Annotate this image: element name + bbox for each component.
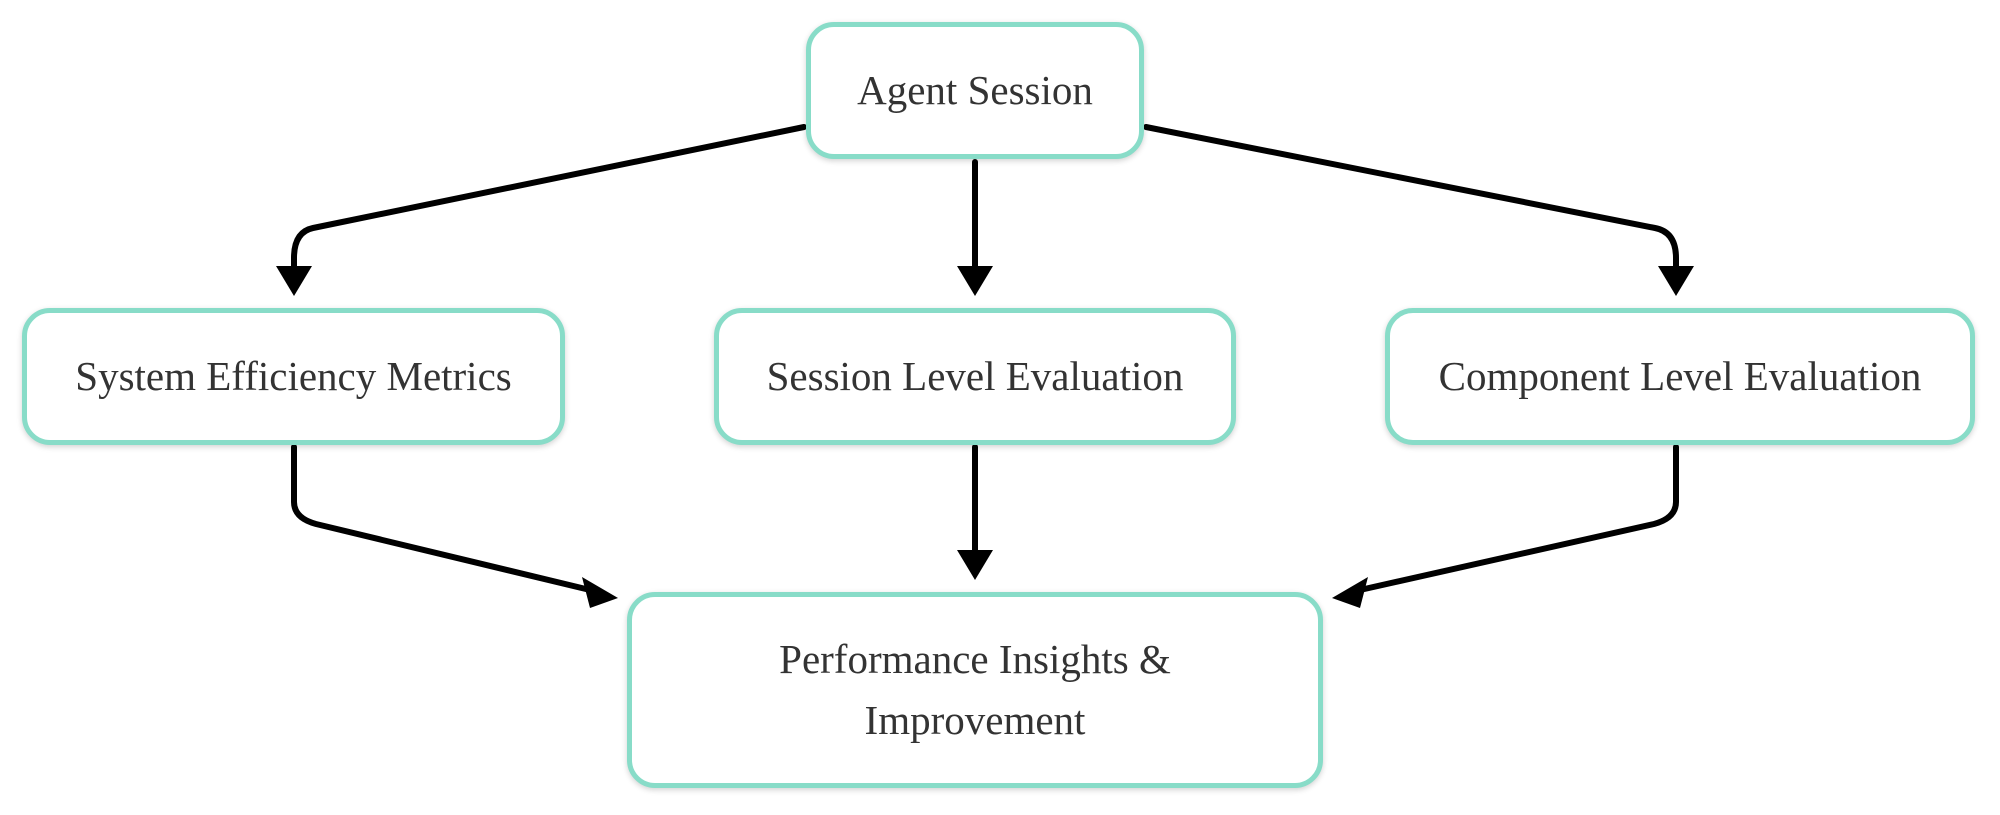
- edge-component-to-performance: [1357, 444, 1679, 593]
- node-agent-session-label: Agent Session: [857, 66, 1093, 113]
- node-system-efficiency-label: System Efficiency Metrics: [75, 352, 512, 399]
- arrowhead-performance-center: [957, 550, 993, 580]
- node-session-level-evaluation: Session Level Evaluation: [714, 308, 1236, 445]
- edge-system-to-performance: [291, 444, 593, 593]
- arrowhead-system: [276, 266, 312, 296]
- arrowhead-session: [957, 266, 993, 296]
- edge-agent-to-system: [291, 124, 807, 269]
- node-agent-session: Agent Session: [806, 22, 1144, 159]
- node-component-level-label: Component Level Evaluation: [1438, 352, 1922, 399]
- node-performance-insights: Performance Insights & Improvement: [627, 592, 1323, 788]
- node-performance-text: Performance Insights & Improvement: [779, 629, 1171, 752]
- edge-agent-to-component: [1143, 124, 1679, 269]
- node-session-level-label: Session Level Evaluation: [766, 352, 1184, 399]
- arrowhead-performance-left: [582, 577, 618, 608]
- arrowhead-performance-right: [1332, 577, 1368, 608]
- node-component-level-evaluation: Component Level Evaluation: [1385, 308, 1975, 445]
- node-performance-label-line1: Performance Insights &: [779, 635, 1171, 682]
- arrowhead-component: [1658, 266, 1694, 296]
- node-system-efficiency-metrics: System Efficiency Metrics: [22, 308, 565, 445]
- node-performance-label-line2: Improvement: [864, 697, 1086, 743]
